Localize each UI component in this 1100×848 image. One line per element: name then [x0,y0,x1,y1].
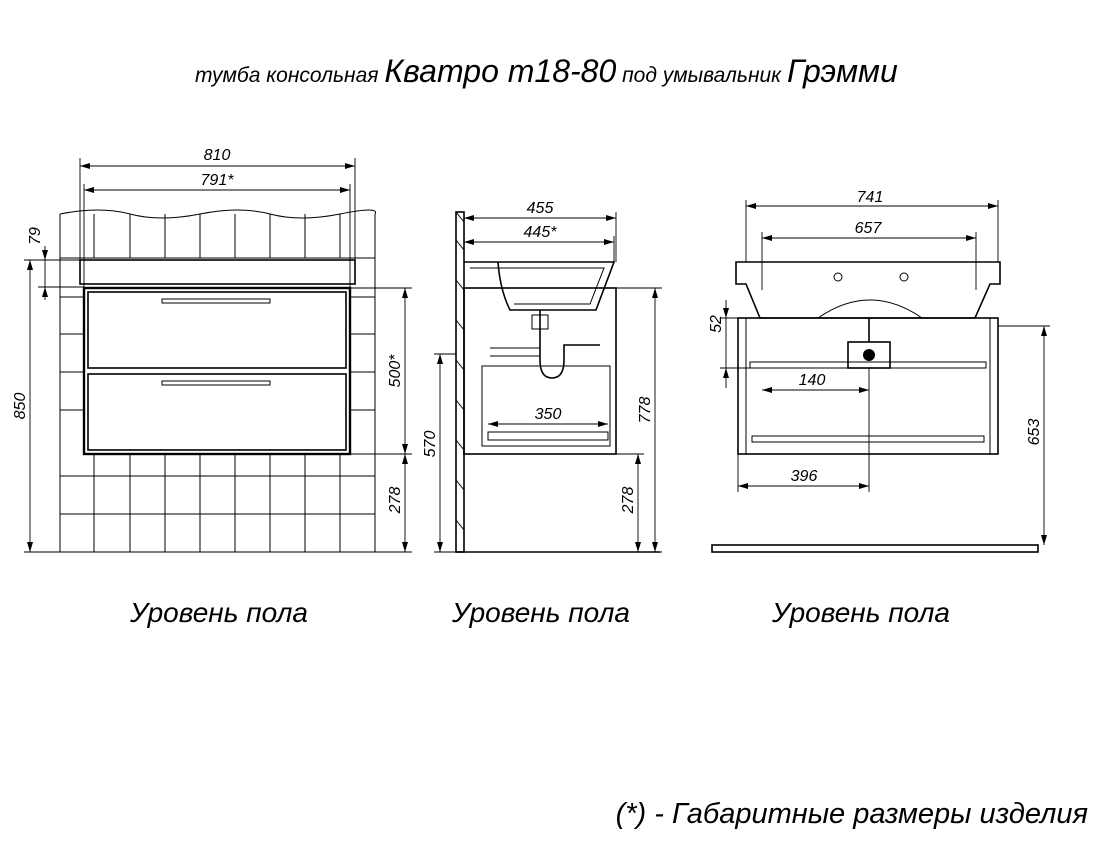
side-wall [455,211,465,553]
svg-text:657: 657 [855,220,883,237]
side-cabinet [463,287,617,455]
dim-52: 52 [708,300,750,388]
floor-label-back: Уровень пола [771,597,950,628]
back-basin [735,261,1001,319]
svg-text:850: 850 [12,393,29,420]
drawing-title: тумба консольная Кватро т18-80 под умыва… [195,53,898,89]
dim-741: 741 [745,189,999,262]
floor-label-side: Уровень пола [451,597,630,628]
back-cabinet [737,317,999,455]
svg-text:278: 278 [387,487,404,515]
svg-text:653: 653 [1026,419,1043,446]
dim-791: 791* [83,172,351,288]
svg-text:791*: 791* [201,172,235,189]
svg-text:79: 79 [27,227,44,245]
dim-810: 810 [79,147,356,262]
dim-657: 657 [761,220,977,290]
tile-wall [59,209,377,553]
svg-text:396: 396 [791,468,818,485]
dim-850: 850 [12,259,80,553]
dim-500: 500* [350,287,412,455]
dim-653: 653 [998,325,1050,545]
dim-570: 570 [422,353,456,553]
svg-text:278: 278 [620,487,637,515]
svg-text:810: 810 [204,147,231,164]
handle-upper [161,298,271,304]
back-view: 741 657 52 140 396 [708,189,1050,628]
handle-lower [161,380,271,386]
dim-350: 350 [488,406,608,427]
washbasin-top [79,259,356,285]
dim-445: 445* [464,224,615,262]
cabinet-body [82,286,352,456]
side-basin [464,261,616,311]
dim-455: 455 [464,200,617,262]
drawer-upper [87,291,347,369]
dim-79: 79 [27,227,84,300]
svg-text:455: 455 [527,200,554,217]
drawer-lower [87,373,347,451]
front-view: 810 791* 79 850 [12,147,412,628]
svg-text:778: 778 [637,397,654,424]
svg-text:445*: 445* [524,224,558,241]
svg-text:140: 140 [799,372,826,389]
side-view: 455 445* 570 778 2 [422,200,662,628]
dim-778: 778 [616,287,662,553]
svg-text:500*: 500* [387,354,404,388]
dim-278-side: 278 [616,453,644,552]
footnote: (*) - Габаритные размеры изделия [616,798,1088,830]
back-floor [711,544,1039,553]
floor-label-front: Уровень пола [129,597,308,628]
dim-140: 140 [762,372,869,393]
siphon [539,310,600,379]
svg-text:350: 350 [535,406,562,423]
svg-text:741: 741 [857,189,884,206]
svg-text:52: 52 [708,315,725,333]
dim-278-front: 278 [375,454,412,553]
dim-396: 396 [737,368,870,492]
svg-text:570: 570 [422,431,439,458]
